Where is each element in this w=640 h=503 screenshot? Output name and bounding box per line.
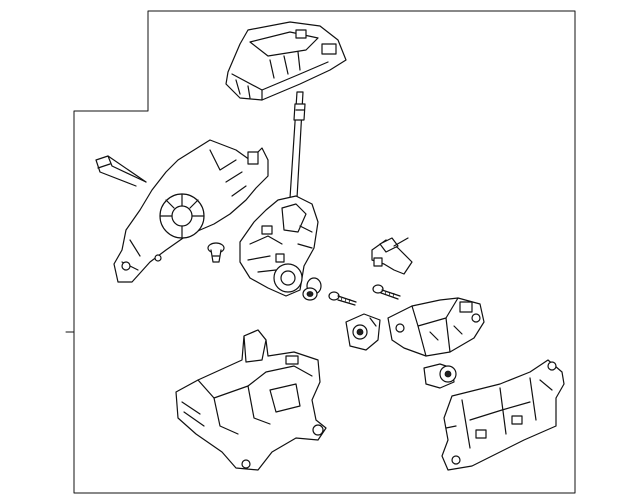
bushing	[302, 277, 322, 301]
control-module-bracket	[441, 359, 565, 471]
mounting-screw	[328, 291, 357, 306]
shift-lever-assembly	[239, 195, 319, 297]
push-clip	[207, 242, 225, 263]
shifter-base-housing	[175, 329, 327, 471]
shift-lock-solenoid	[387, 297, 485, 357]
shifter-top-cover	[225, 21, 347, 101]
shift-lever-shaft	[289, 91, 306, 199]
actuator-plug	[423, 363, 457, 389]
retaining-pins	[95, 155, 147, 187]
detent-plate	[345, 313, 381, 351]
adjuster-screw	[372, 284, 401, 300]
shifter-side-bracket	[113, 139, 269, 283]
diagram-border	[73, 10, 576, 494]
position-sensor	[371, 237, 413, 275]
